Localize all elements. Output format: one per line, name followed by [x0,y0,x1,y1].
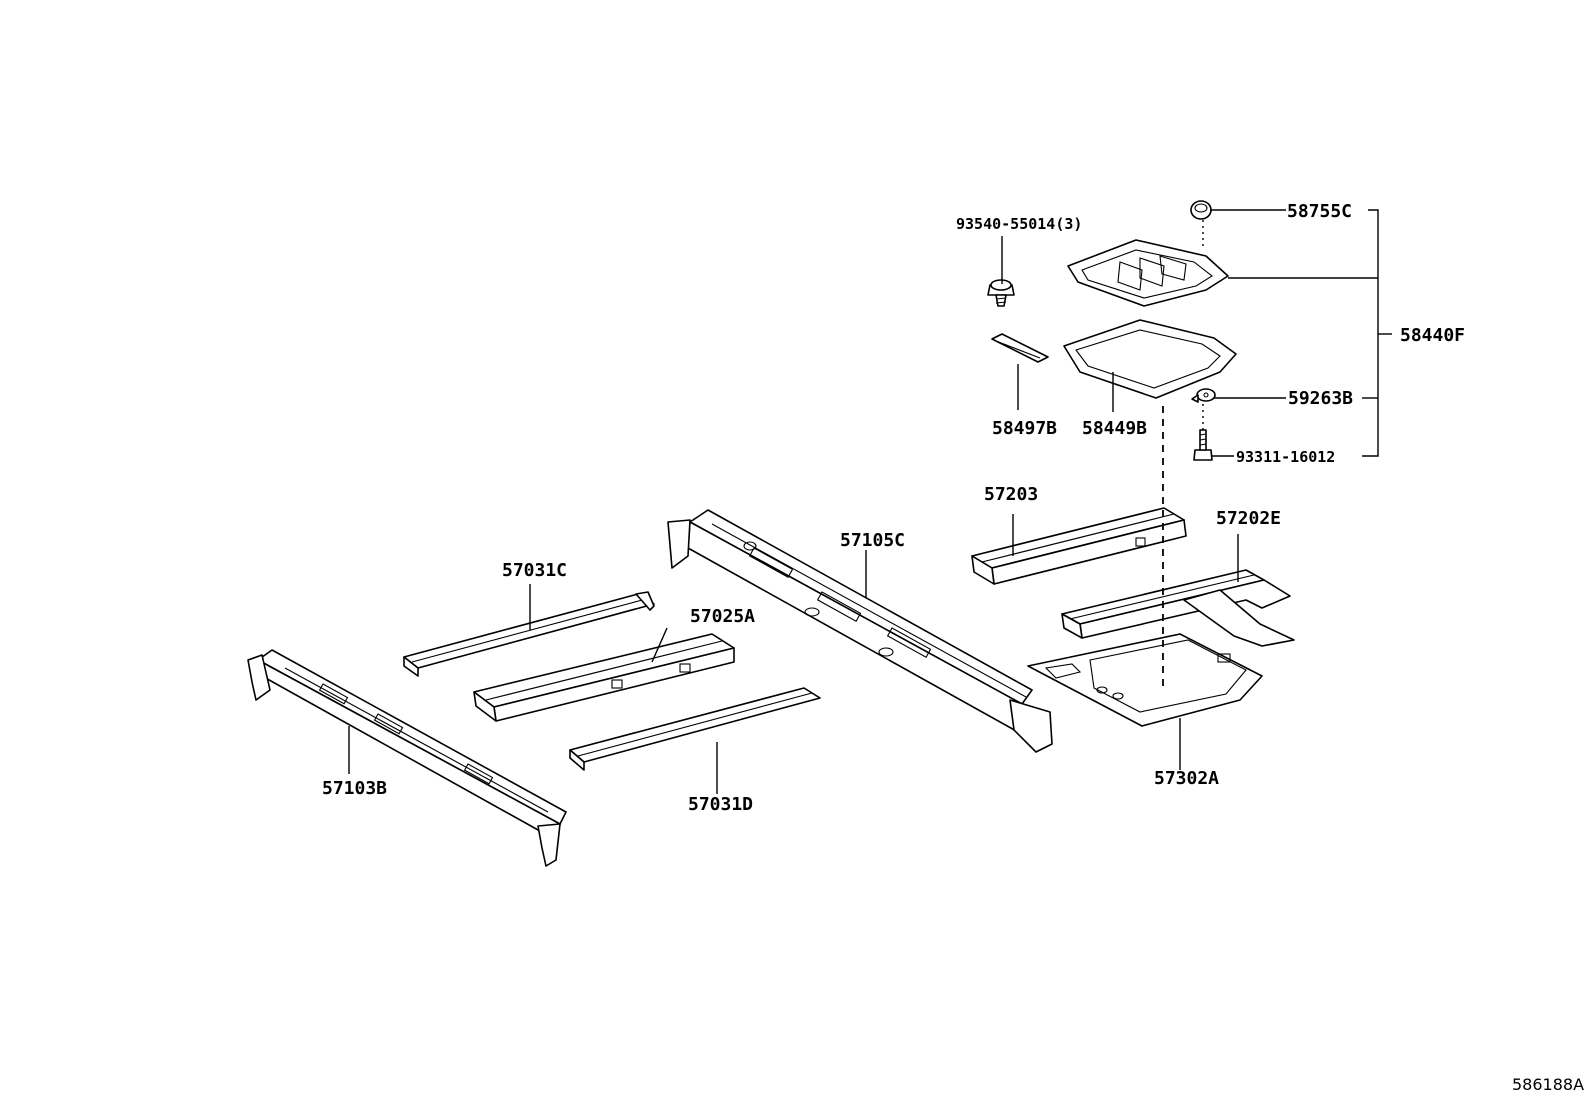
leader-lines [348,209,1392,794]
label-57031d: 57031D [688,794,753,815]
crossmember-57103b[interactable] [247,649,567,867]
illustration-id: 586188A [1512,1075,1584,1094]
screw-93311-icon[interactable] [1193,429,1213,461]
label-58497b: 58497B [992,418,1057,439]
label-57103b: 57103B [322,778,387,799]
label-58440f: 58440F [1400,325,1465,346]
label-57025a: 57025A [690,606,755,627]
beam-57203[interactable] [971,507,1187,585]
label-59263b: 59263B [1288,388,1353,409]
crossmember-57105c[interactable] [667,509,1053,753]
label-57302a: 57302A [1154,768,1219,789]
label-57203: 57203 [984,484,1038,505]
cover-58440f[interactable] [1067,239,1229,307]
floor-pan-57302a[interactable] [1027,633,1263,727]
label-57202e: 57202E [1216,508,1281,529]
label-57105c: 57105C [840,530,905,551]
cap-58755c-icon[interactable] [1190,200,1212,220]
label-57031c: 57031C [502,560,567,581]
label-93311-16012: 93311-16012 [1236,448,1335,466]
rail-57202e[interactable] [1061,569,1295,647]
bolt-93540-icon[interactable] [987,279,1015,307]
rail-57031d[interactable] [569,687,821,771]
rail-57031c[interactable] [403,591,655,677]
beam-57025a[interactable] [473,633,735,722]
gasket-58449b[interactable] [1063,319,1237,399]
label-58755c: 58755C [1287,201,1352,222]
clip-59263b-icon[interactable] [1191,388,1216,403]
bracket-58497b[interactable] [991,333,1049,363]
label-58449b: 58449B [1082,418,1147,439]
label-93540-55014: 93540-55014(3) [956,215,1082,233]
